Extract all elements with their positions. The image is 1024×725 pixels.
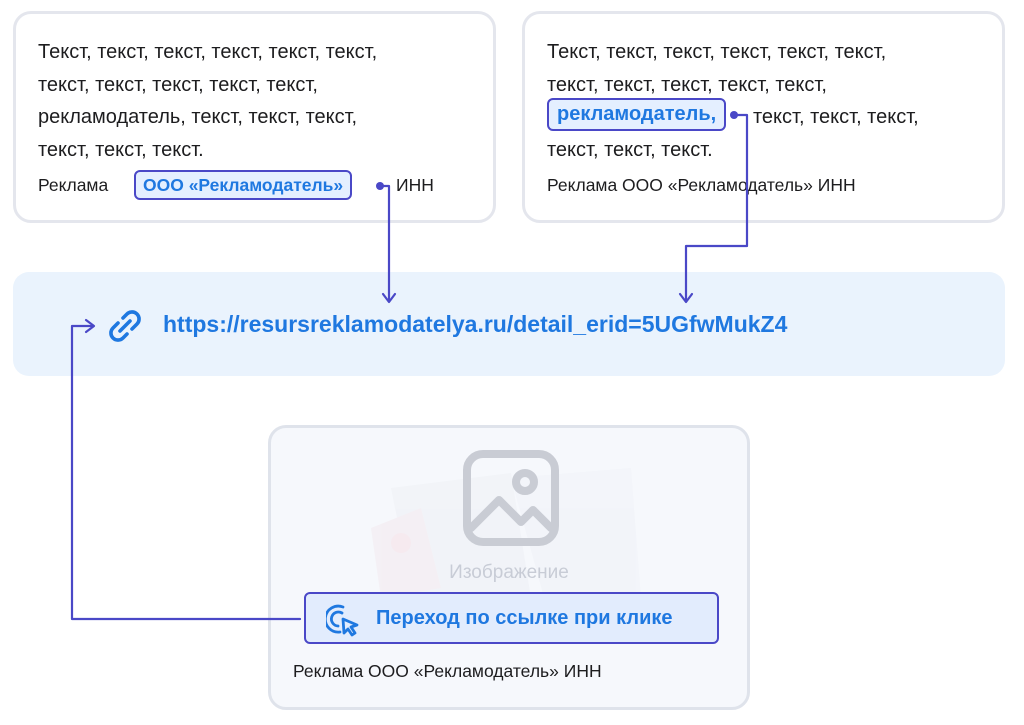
image-card: Изображение Переход по ссылке при клике … [268, 425, 750, 710]
card-right-ad-line: Реклама ООО «Рекламодатель» ИНН [547, 175, 856, 195]
advertiser-chip[interactable]: ООО «Рекламодатель» [134, 170, 353, 200]
card-left-line-1: Текст, текст, текст, текст, текст, текст… [38, 41, 378, 63]
card-right-line-4: текст, текст, текст. [547, 138, 713, 161]
card-left-line-4: текст, текст, текст. [38, 138, 204, 161]
card-left-ad-suffix: ИНН [396, 175, 434, 195]
card-left-ad-prefix: Реклама [38, 175, 109, 195]
card-right-line-2: текст, текст, текст, текст, текст, [547, 73, 827, 96]
advertiser-word-chip[interactable]: рекламодатель, [547, 98, 727, 131]
card-right-line-3-rest: текст, текст, текст, [753, 106, 919, 128]
image-placeholder-label: Изображение [449, 562, 569, 583]
card-left-text: Текст, текст, текст, текст, текст, текст… [38, 36, 478, 166]
card-right-text: Текст, текст, текст, текст, текст, текст… [547, 36, 987, 166]
image-card-ad-line: Реклама ООО «Рекламодатель» ИНН [293, 661, 602, 681]
image-icon [463, 450, 559, 546]
text-card-left: Текст, текст, текст, текст, текст, текст… [13, 11, 496, 223]
card-left-line-3: рекламодатель, текст, текст, текст, [38, 106, 358, 128]
text-card-right: Текст, текст, текст, текст, текст, текст… [522, 11, 1005, 223]
card-right-line-1: Текст, текст, текст, текст, текст, текст… [547, 41, 887, 63]
click-through-label: Переход по ссылке при клике [376, 607, 673, 629]
link-bar: https://resursreklamodatelya.ru/detail_e… [13, 272, 1005, 376]
link-url[interactable]: https://resursreklamodatelya.ru/detail_e… [163, 311, 788, 337]
card-left-line-2: текст, текст, текст, текст, текст, [38, 73, 318, 96]
cursor-click-icon [326, 604, 359, 637]
link-icon [109, 310, 141, 342]
click-through-button[interactable]: Переход по ссылке при клике [304, 592, 719, 644]
